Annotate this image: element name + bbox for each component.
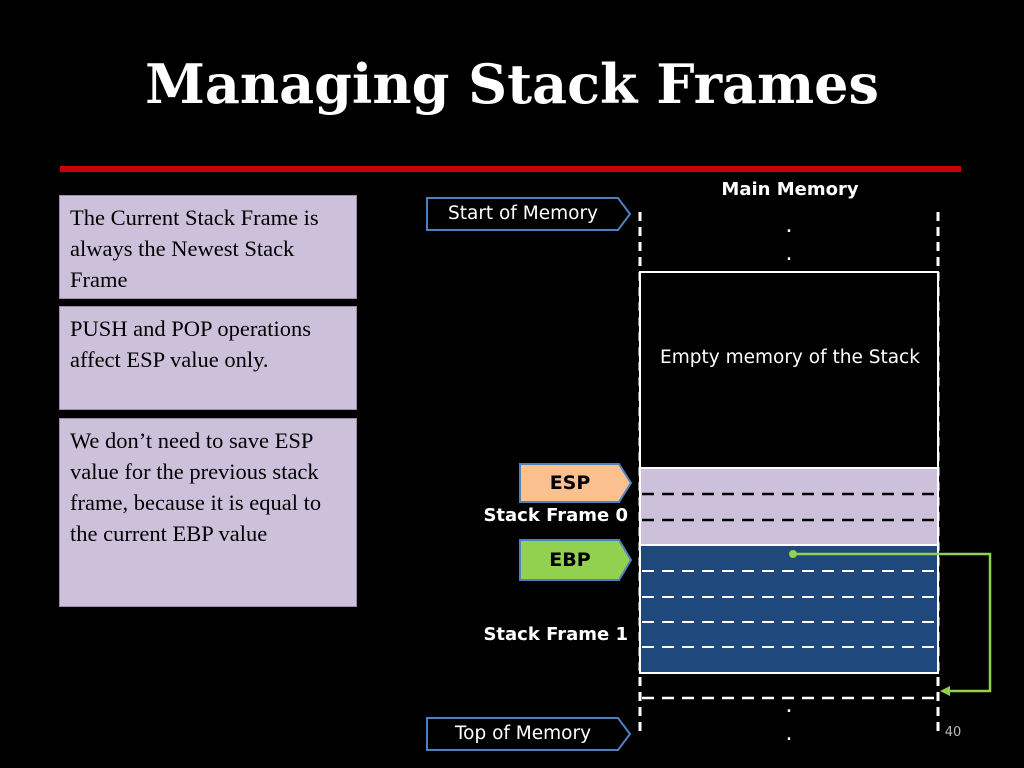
stack-frame-1-label: Stack Frame 1 xyxy=(483,624,628,645)
ellipsis-bottom-dot: . xyxy=(786,693,793,718)
start-of-memory-tag: Start of Memory xyxy=(426,197,632,231)
ellipsis-top-dot: . xyxy=(786,241,793,266)
saved-ebp-arrow xyxy=(793,552,992,693)
main-memory-title: Main Memory xyxy=(721,179,859,200)
ebp-pointer-tag: EBP xyxy=(519,539,633,581)
esp-label: ESP xyxy=(549,472,591,494)
start-of-memory-label: Start of Memory xyxy=(447,203,599,224)
top-of-memory-label: Top of Memory xyxy=(454,723,592,744)
note-esp-save: We don’t need to save ESP value for the … xyxy=(59,418,357,607)
note-push-pop: PUSH and POP operations affect ESP value… xyxy=(59,306,357,410)
top-of-memory-tag: Top of Memory xyxy=(426,717,632,751)
title-divider xyxy=(60,166,961,172)
ebp-label: EBP xyxy=(549,549,591,571)
empty-stack-region xyxy=(639,271,939,469)
stack-frame-0-label: Stack Frame 0 xyxy=(483,505,628,526)
empty-memory-label: Empty memory of the Stack xyxy=(660,347,920,368)
note-current-frame: The Current Stack Frame is always the Ne… xyxy=(59,195,357,299)
saved-ebp-arrowhead xyxy=(940,686,950,696)
stack-frame-0-region xyxy=(639,467,939,546)
slide-number: 40 xyxy=(944,725,962,740)
stack-frame-1-region xyxy=(639,544,939,674)
slide-title: Managing Stack Frames xyxy=(145,52,879,116)
ellipsis-bottom-dot: . xyxy=(786,721,793,746)
ellipsis-top-dot: . xyxy=(786,213,793,238)
esp-pointer-tag: ESP xyxy=(519,463,633,503)
